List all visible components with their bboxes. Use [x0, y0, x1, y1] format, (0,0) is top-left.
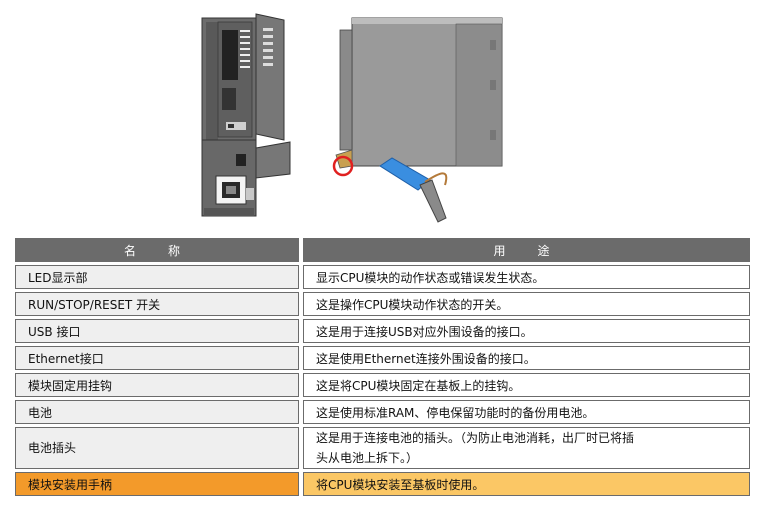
cpu-front-view: [201, 13, 291, 217]
table-row: 电池插头 这是用于连接电池的插头。（为防止电池消耗，出厂时已将插 头从电池上拆下…: [15, 427, 750, 469]
table-row-highlighted: 模块安装用手柄 将CPU模块安装至基板时使用。: [15, 472, 750, 496]
header-use: 用 途: [303, 238, 750, 262]
row-use: 这是操作CPU模块动作状态的开关。: [303, 292, 750, 316]
row-use-line: 头从电池上拆下。）: [316, 451, 419, 465]
table-row: 电池 这是使用标准RAM、停电保留功能时的备份用电池。: [15, 400, 750, 424]
cpu-module-illustration: [201, 13, 503, 223]
row-use-line: 这是用于连接电池的插头。（为防止电池消耗，出厂时已将插: [316, 431, 635, 445]
row-use: 这是使用标准RAM、停电保留功能时的备份用电池。: [303, 400, 750, 424]
row-use: 将CPU模块安装至基板时使用。: [303, 472, 750, 496]
row-name: USB 接口: [15, 319, 299, 343]
row-name: 电池: [15, 400, 299, 424]
header-name: 名 称: [15, 238, 299, 262]
parts-table: 名 称 用 途 LED显示部 显示CPU模块的动作状态或错误发生状态。 RUN/…: [15, 235, 750, 499]
table-row: RUN/STOP/RESET 开关 这是操作CPU模块动作状态的开关。: [15, 292, 750, 316]
row-name: LED显示部: [15, 265, 299, 289]
row-use: 显示CPU模块的动作状态或错误发生状态。: [303, 265, 750, 289]
row-name: 模块安装用手柄: [15, 472, 299, 496]
row-use: 这是使用Ethernet连接外围设备的接口。: [303, 346, 750, 370]
table-row: 模块固定用挂钩 这是将CPU模块固定在基板上的挂钩。: [15, 373, 750, 397]
row-use: 这是用于连接电池的插头。（为防止电池消耗，出厂时已将插 头从电池上拆下。）: [303, 427, 750, 469]
row-name: 电池插头: [15, 427, 299, 469]
cpu-side-view: [332, 17, 503, 223]
row-name: RUN/STOP/RESET 开关: [15, 292, 299, 316]
table-header-row: 名 称 用 途: [15, 238, 750, 262]
row-use: 这是将CPU模块固定在基板上的挂钩。: [303, 373, 750, 397]
row-name: Ethernet接口: [15, 346, 299, 370]
row-use: 这是用于连接USB对应外围设备的接口。: [303, 319, 750, 343]
row-name: 模块固定用挂钩: [15, 373, 299, 397]
table-row: LED显示部 显示CPU模块的动作状态或错误发生状态。: [15, 265, 750, 289]
table-row: USB 接口 这是用于连接USB对应外围设备的接口。: [15, 319, 750, 343]
table-row: Ethernet接口 这是使用Ethernet连接外围设备的接口。: [15, 346, 750, 370]
